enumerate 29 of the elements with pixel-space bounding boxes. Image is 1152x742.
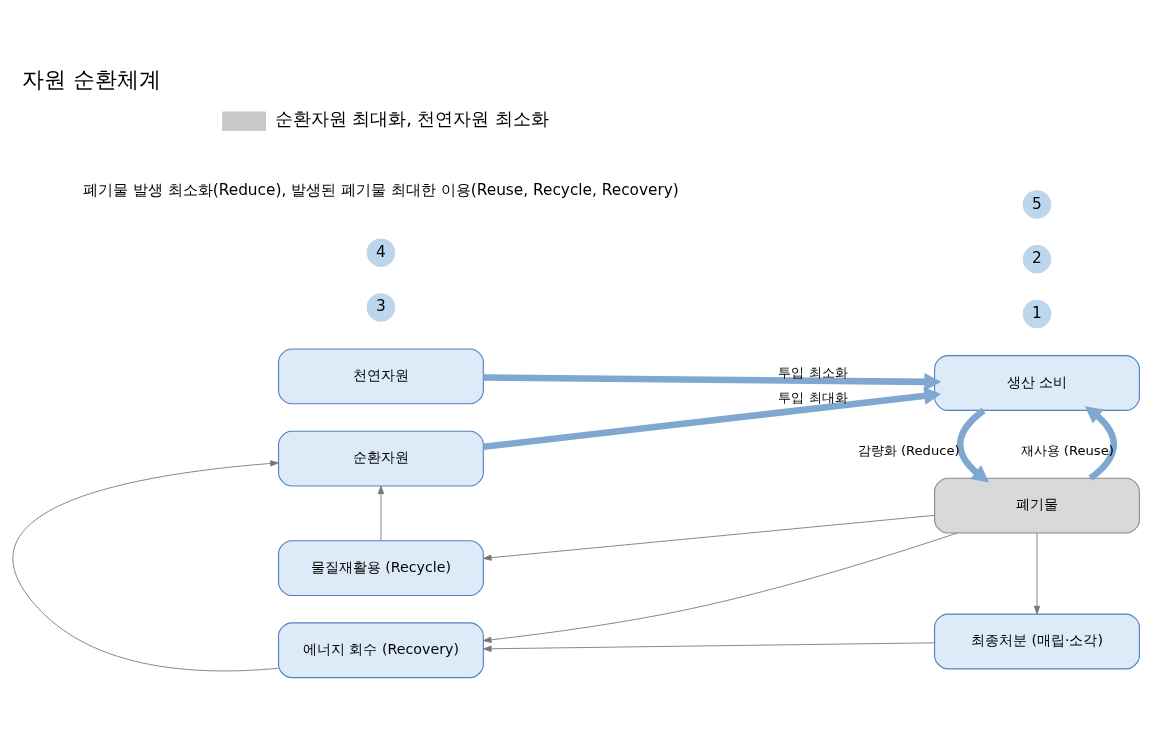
edge-label: 감량화 (Reduce) xyxy=(857,442,960,458)
arrow xyxy=(957,407,990,482)
legend-label: 순환자원 최대화, 천연자원 최소화 xyxy=(274,108,549,129)
node-box: 최종처분 (매립·소각) xyxy=(934,613,1140,669)
arrow xyxy=(12,459,279,671)
arrow xyxy=(483,514,935,561)
node-circle: 5 xyxy=(1022,189,1052,219)
edge-label: 투입 최대화 xyxy=(778,389,848,405)
arrow xyxy=(377,485,385,541)
arrow xyxy=(1033,532,1041,614)
node-circle: 4 xyxy=(366,237,396,267)
edge-label: 재사용 (Reuse) xyxy=(1020,442,1114,458)
edge-label: 투입 최소화 xyxy=(778,364,848,380)
node-box: 에너지 회수 (Recovery) xyxy=(277,621,484,678)
node-box: 순환자원 xyxy=(277,430,484,486)
node-box: 폐기물 xyxy=(934,477,1140,534)
arrow xyxy=(1084,405,1117,481)
node-circle: 3 xyxy=(366,292,396,322)
node-box: 천연자원 xyxy=(277,348,484,404)
diagram-title: 자원 순환체계 xyxy=(21,66,161,92)
node-circle: 1 xyxy=(1022,299,1052,328)
arrow xyxy=(482,532,958,643)
node-box: 생산 소비 xyxy=(934,354,1140,411)
arrow xyxy=(483,641,935,652)
arrow xyxy=(483,386,942,450)
node-circle: 2 xyxy=(1022,244,1052,273)
arrow xyxy=(483,372,942,391)
label: 폐기물 발생 최소화(Reduce), 발생된 폐기물 최대한 이용(Reuse, Recycle, Recovery) xyxy=(83,180,679,199)
node-box: 물질재활용 (Recycle) xyxy=(277,539,484,596)
